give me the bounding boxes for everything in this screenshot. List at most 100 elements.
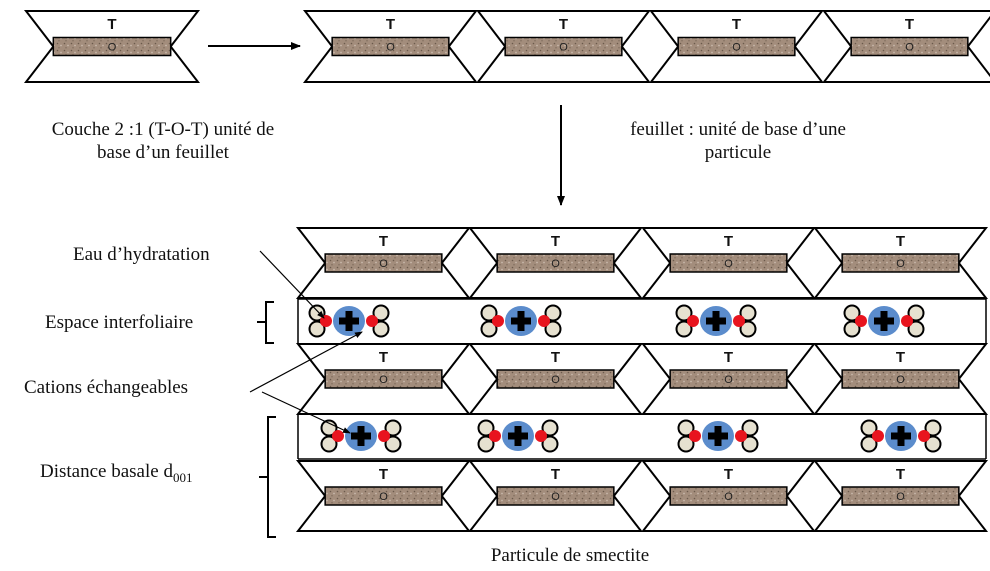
basal-distance-label: Distance basale d001: [40, 461, 192, 485]
octahedral-sheet: [324, 253, 443, 273]
oxygen-atom: [366, 315, 378, 327]
cation-pointer-arrow-upper: [249, 331, 363, 393]
tetrahedral-label: T: [732, 16, 741, 33]
tot-unit: TO: [640, 343, 817, 415]
oxygen-atom: [689, 430, 701, 442]
octahedral-label: O: [386, 42, 395, 54]
water-molecule: [477, 419, 501, 453]
tetrahedral-label: T: [896, 466, 905, 483]
interlayer-space: [297, 413, 987, 460]
water-molecule: [366, 304, 390, 338]
tetrahedral-label: T: [379, 466, 388, 483]
basal-distance-bracket: [259, 416, 276, 538]
tetrahedral-label: T: [379, 233, 388, 250]
octahedral-sheet: [669, 253, 788, 273]
plus-icon: [708, 426, 728, 446]
single-layer-caption-line2: base d’un feuillet: [97, 142, 230, 163]
oxygen-atom: [918, 430, 930, 442]
tot-unit: TO: [640, 460, 817, 532]
plus-icon: [339, 311, 359, 331]
oxygen-atom: [735, 430, 747, 442]
octahedral-label: O: [905, 42, 914, 54]
tot-unit: TO: [23, 10, 201, 83]
water-molecule: [378, 419, 402, 453]
tetrahedral-label: T: [896, 349, 905, 366]
hydrogen-atom: [308, 320, 326, 338]
exchangeable-cation: [505, 306, 537, 336]
octahedral-sheet: [841, 486, 960, 506]
tot-unit: TO: [295, 227, 472, 299]
octahedral-label: O: [896, 258, 905, 270]
sheet-caption-line1: feuillet : unité de base d’une: [630, 119, 846, 140]
plus-icon: [351, 426, 371, 446]
single-layer-caption-line1: Couche 2 :1 (T-O-T) unité de: [52, 119, 275, 140]
octahedral-label: O: [551, 258, 560, 270]
oxygen-atom: [378, 430, 390, 442]
cations-label: Cations échangeables: [24, 377, 188, 398]
exchangeable-cation: [885, 421, 917, 451]
octahedral-label: O: [551, 374, 560, 386]
sheet-caption-line2: particule: [705, 142, 771, 163]
octahedral-label: O: [108, 42, 117, 54]
interlayer-bracket: [257, 301, 274, 344]
tot-unit: TO: [821, 10, 990, 83]
octahedral-sheet: [324, 369, 443, 389]
hydrogen-atom: [384, 435, 402, 453]
particle-caption: Particule de smectite: [491, 545, 649, 566]
tetrahedral-label: T: [551, 349, 560, 366]
exchangeable-cation: [345, 421, 377, 451]
exchangeable-cation: [333, 306, 365, 336]
interlayer-space: [297, 298, 987, 345]
octahedral-label: O: [896, 491, 905, 503]
oxygen-atom: [733, 315, 745, 327]
water-molecule: [735, 419, 759, 453]
tetrahedral-label: T: [896, 233, 905, 250]
tot-unit: TO: [812, 227, 989, 299]
oxygen-atom: [489, 430, 501, 442]
hydrogen-atom: [477, 435, 495, 453]
tot-unit: TO: [812, 343, 989, 415]
tot-unit: TO: [475, 10, 652, 83]
oxygen-atom: [320, 315, 332, 327]
hydrogen-atom: [675, 320, 693, 338]
octahedral-label: O: [559, 42, 568, 54]
oxygen-atom: [872, 430, 884, 442]
octahedral-label: O: [724, 491, 733, 503]
interlayer-label: Espace interfoliaire: [45, 312, 193, 333]
oxygen-atom: [901, 315, 913, 327]
octahedral-sheet: [496, 253, 615, 273]
hydrogen-atom: [544, 320, 562, 338]
octahedral-label: O: [724, 374, 733, 386]
octahedral-label: O: [724, 258, 733, 270]
plus-icon: [508, 426, 528, 446]
oxygen-atom: [538, 315, 550, 327]
octahedral-sheet: [841, 369, 960, 389]
exchangeable-cation: [702, 421, 734, 451]
tot-unit: TO: [467, 227, 644, 299]
hydrogen-atom: [924, 435, 942, 453]
tetrahedral-label: T: [724, 233, 733, 250]
water-molecule: [677, 419, 701, 453]
hydrogen-atom: [372, 320, 390, 338]
oxygen-atom: [492, 315, 504, 327]
hydrogen-atom: [320, 435, 338, 453]
tetrahedral-label: T: [724, 349, 733, 366]
tot-unit: TO: [467, 460, 644, 532]
octahedral-sheet: [669, 486, 788, 506]
octahedral-sheet: [677, 36, 796, 57]
water-molecule: [320, 419, 344, 453]
tetrahedral-label: T: [724, 466, 733, 483]
interlayer-contents: [297, 298, 987, 460]
tot-unit: TO: [640, 227, 817, 299]
water-molecule: [901, 304, 925, 338]
octahedral-sheet: [324, 486, 443, 506]
octahedral-sheet: [841, 253, 960, 273]
oxygen-atom: [687, 315, 699, 327]
tetrahedral-label: T: [559, 16, 568, 33]
cation-pointer-arrow-lower: [261, 391, 351, 434]
hydrogen-atom: [860, 435, 878, 453]
tetrahedral-label: T: [905, 16, 914, 33]
tetrahedral-label: T: [107, 16, 116, 33]
